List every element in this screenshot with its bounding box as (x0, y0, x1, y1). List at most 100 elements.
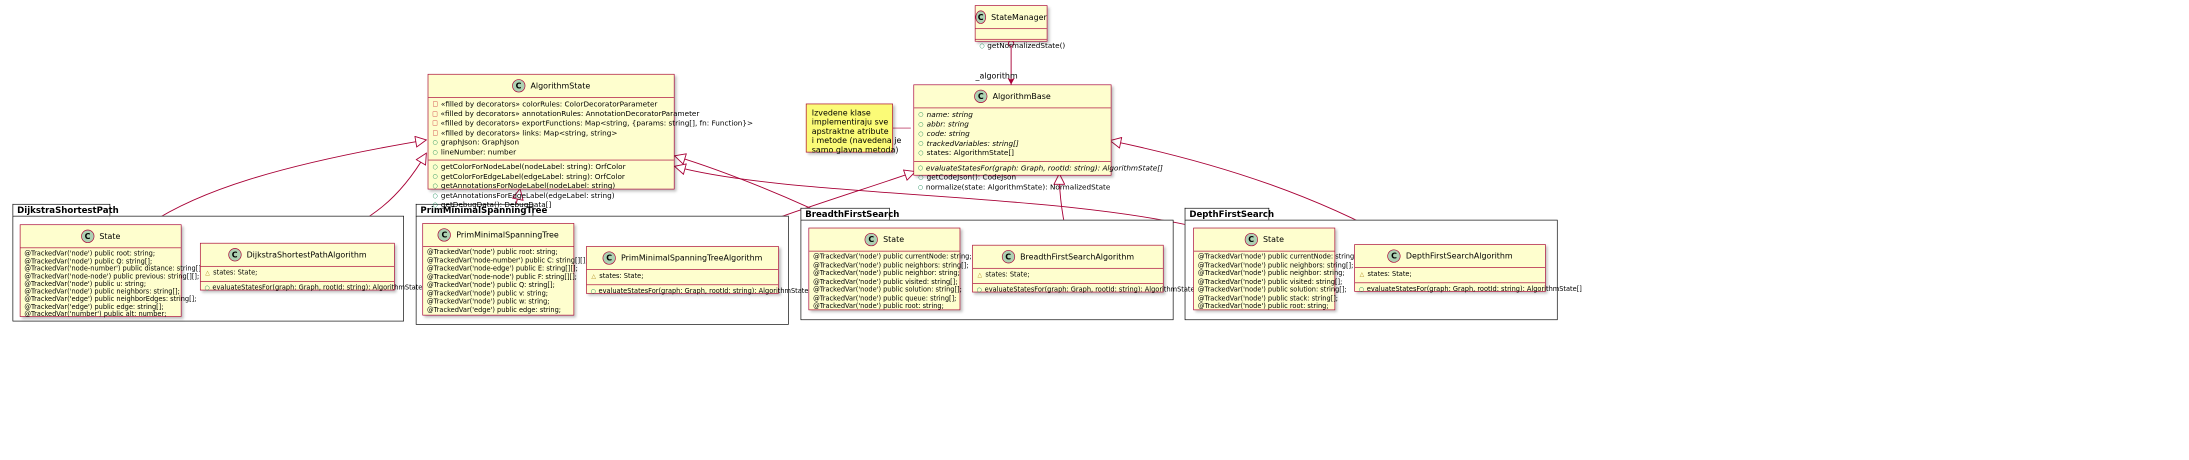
class-header: C PrimMinimalSpanningTree (423, 224, 574, 247)
class-header: C StateManager (975, 6, 1047, 30)
note-line: implementiraju sve (811, 117, 889, 127)
public-visibility-icon: ○ (432, 139, 438, 146)
edge-label-algorithm: _algorithm (975, 71, 1018, 81)
class-bfs-algorithm[interactable]: C BreadthFirstSearchAlgorithm △states: S… (972, 244, 1200, 294)
class-prim-algorithm[interactable]: C PrimMinimalSpanningTreeAlgorithm △stat… (586, 246, 814, 295)
field: states: State; (599, 272, 644, 280)
class-dfs-algorithm[interactable]: C DepthFirstSearchAlgorithm △states: Sta… (1354, 244, 1582, 293)
method: getDebugData(): DebugData[] (440, 200, 552, 210)
field: @TrackedVar('node') public u: string; (24, 280, 147, 288)
method: normalize(state: AlgorithmState): Normal… (925, 182, 1111, 192)
method: getCodeJson(): CodeJson (926, 172, 1017, 182)
class-bfs-state[interactable]: C State @TrackedVar('node') public curre… (808, 227, 972, 311)
method: getColorForEdgeLabel(edgeLabel: string):… (440, 171, 625, 181)
note-line: i metode (navedena je (811, 135, 902, 146)
class-name: DepthFirstSearchAlgorithm (1405, 251, 1513, 261)
fields-section: ○name: string ○abbr: string ○code: strin… (914, 108, 1111, 162)
field: code: string (926, 129, 970, 138)
class-name: State (1262, 234, 1284, 245)
field: «filled by decorators» annotationRules: … (440, 109, 700, 118)
public-visibility-icon: ○ (918, 121, 924, 128)
field: @TrackedVar('edge') public edge: string[… (24, 303, 164, 311)
class-badge-icon: C (975, 10, 986, 24)
field: states: State; (1367, 270, 1412, 278)
class-badge-icon: C (228, 248, 242, 262)
protected-visibility-icon: △ (205, 269, 210, 277)
fields-section: □«filled by decorators» colorRules: Colo… (428, 98, 753, 161)
note-line: apstraktne atribute (811, 126, 889, 136)
class-header: C BreadthFirstSearchAlgorithm (972, 246, 1163, 269)
protected-visibility-icon: △ (591, 273, 596, 280)
field: name: string (926, 110, 973, 119)
field: «filled by decorators» links: Map<string… (440, 128, 618, 137)
field: trackedVariables: string[] (926, 138, 1019, 148)
field: @TrackedVar('node') public neighbors: st… (24, 288, 180, 296)
field: @TrackedVar('node') public root: string; (427, 248, 558, 257)
methods-section: ○evaluateStatesFor(graph: Graph, rootId:… (914, 161, 1163, 194)
method: evaluateStatesFor(graph: Graph, rootId: … (984, 286, 1200, 294)
package-tab-dfs: DepthFirstSearch (1184, 207, 1274, 221)
class-name: AlgorithmBase (992, 91, 1051, 101)
public-visibility-icon: ○ (432, 201, 438, 209)
field: @TrackedVar('node') public Q: string[]; (24, 257, 153, 265)
public-visibility-icon: ○ (976, 286, 982, 294)
class-name: AlgorithmState (530, 81, 591, 91)
field: @TrackedVar('node') public root: string; (1197, 302, 1329, 311)
field: @TrackedVar('node') public Q: string[]; (427, 281, 555, 290)
package-tab-dijkstra: DijkstraShortestPath (12, 203, 119, 217)
protected-visibility-icon: △ (977, 271, 983, 279)
field: states: State; (985, 271, 1030, 279)
class-header: C State (20, 225, 181, 249)
public-visibility-icon: ○ (918, 183, 924, 191)
methods-section: ○evaluateStatesFor(graph: Graph, rootId:… (201, 281, 428, 295)
class-algorithmstate[interactable]: C AlgorithmState □«filled by decorators»… (427, 73, 753, 209)
method: evaluateStatesFor(graph: Graph, rootId: … (925, 163, 1163, 172)
method: getAnnotationsForNodeLabel(nodeLabel: st… (440, 181, 616, 191)
methods-section: ○evaluateStatesFor(graph: Graph, rootId:… (1355, 283, 1582, 297)
class-header: C AlgorithmBase (914, 85, 1111, 109)
public-visibility-icon: ○ (918, 174, 924, 181)
field: @TrackedVar('node') public visited: stri… (813, 278, 958, 286)
field: @TrackedVar('node') public root: string; (24, 250, 156, 258)
field: @TrackedVar('node-number') public C: str… (427, 257, 588, 265)
private-visibility-icon: □ (432, 129, 439, 137)
method: getColorForNodeLabel(nodeLabel: string):… (440, 162, 626, 171)
uml-class-diagram: _algorithm Izvedene klase implementiraju… (0, 0, 1582, 325)
class-statemanager[interactable]: C StateManager ○getNormalizedState() (974, 5, 1065, 50)
field: @TrackedVar('node-node') public previous… (24, 272, 200, 281)
class-name: PrimMinimalSpanningTreeAlgorithm (621, 253, 763, 263)
public-visibility-icon: ○ (432, 173, 438, 180)
public-visibility-icon: ○ (432, 148, 438, 156)
field: @TrackedVar('node') public neighbor: str… (1197, 269, 1345, 278)
class-dijkstra-algorithm[interactable]: C DijkstraShortestPathAlgorithm △states:… (199, 242, 428, 291)
method: evaluateStatesFor(graph: Graph, rootId: … (598, 287, 814, 295)
edge-dfs-state-inherits (675, 166, 1208, 231)
class-name: StateManager (991, 12, 1047, 22)
fields-section: △states: State; (586, 270, 779, 285)
class-algorithmbase[interactable]: C AlgorithmBase ○name: string ○abbr: str… (913, 84, 1163, 191)
field: @TrackedVar('node') public queue: string… (813, 294, 957, 302)
class-name: DijkstraShortestPathAlgorithm (246, 250, 367, 260)
class-prim-state[interactable]: C PrimMinimalSpanningTree @TrackedVar('n… (422, 223, 588, 316)
class-dijkstra-state[interactable]: C State @TrackedVar('node') public root:… (19, 224, 208, 319)
class-badge-icon: C (602, 251, 616, 265)
field: abbr: string (926, 119, 969, 129)
public-visibility-icon: ○ (204, 284, 210, 292)
class-badge-icon: C (511, 79, 526, 93)
field: @TrackedVar('node') public neighbors: st… (1197, 261, 1354, 269)
class-name: State (883, 234, 905, 245)
class-name: BreadthFirstSearchAlgorithm (1020, 252, 1135, 262)
class-dfs-state[interactable]: C State @TrackedVar('node') public curre… (1193, 227, 1356, 311)
field: states: AlgorithmState[] (926, 148, 1015, 158)
private-visibility-icon: □ (432, 100, 439, 108)
class-badge-icon: C (1244, 232, 1258, 247)
note-line: samo glavna metoda) (811, 145, 899, 155)
field: @TrackedVar('node') public currentNode: … (1197, 253, 1357, 261)
method: evaluateStatesFor(graph: Graph, rootId: … (1366, 285, 1582, 293)
public-visibility-icon: ○ (590, 288, 596, 295)
public-visibility-icon: ○ (432, 163, 438, 171)
field: @TrackedVar('node') public solution: str… (813, 286, 962, 294)
public-visibility-icon: ○ (918, 164, 924, 172)
field: @TrackedVar('number') public alt: number… (24, 310, 167, 319)
field: «filled by decorators» exportFunctions: … (440, 118, 754, 128)
